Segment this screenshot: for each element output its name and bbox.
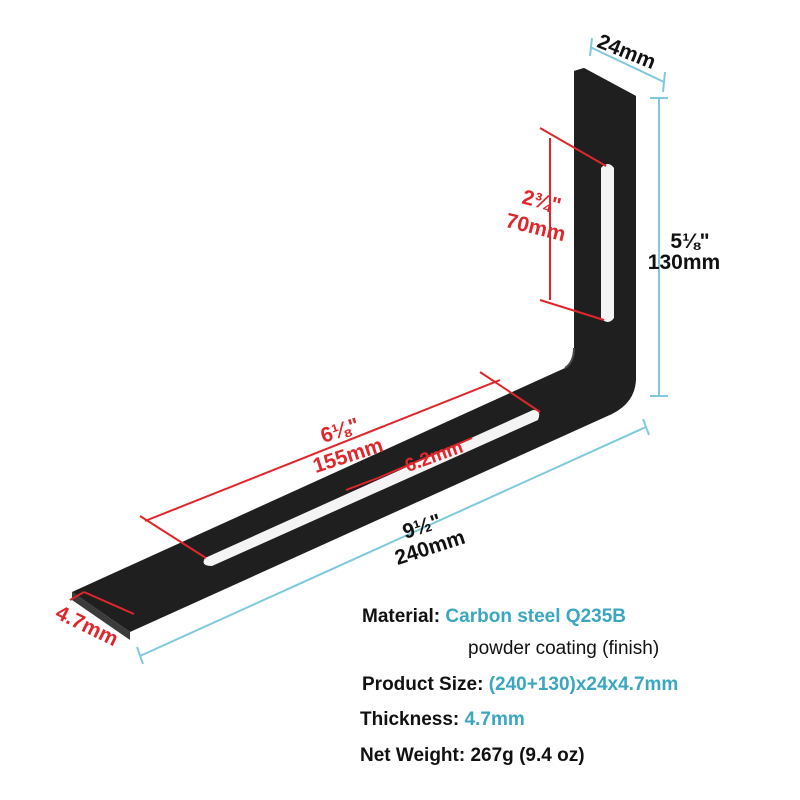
weight-label: Net Weight: (360, 745, 466, 766)
width-top-label: 24mm (594, 30, 659, 74)
weight-row: Net Weight: 267g (9.4 oz) (360, 745, 585, 767)
bend-highlight (564, 347, 575, 369)
red-dimension-lines (69, 127, 607, 615)
size-label: Product Size: (362, 674, 484, 695)
bracket-body (72, 68, 636, 632)
thickness-spec-label: Thickness: (360, 709, 460, 730)
material-value: Carbon steel Q235B (445, 606, 626, 627)
material-finish: powder coating (finish) (468, 638, 660, 659)
vertical-slot (601, 164, 614, 322)
material-row: Material: Carbon steel Q235B (362, 606, 626, 628)
size-value: (240+130)x24x4.7mm (488, 674, 679, 695)
horizontal-slot (203, 410, 540, 566)
thickness-row: Thickness: 4.7mm (360, 709, 525, 731)
height-metric-label: 130mm (648, 251, 720, 274)
bracket-end-edge (72, 592, 130, 640)
material-finish-row: powder coating (finish) (468, 638, 659, 660)
l-bracket (72, 68, 636, 640)
thickness-spec-value: 4.7mm (464, 709, 525, 730)
material-label: Material: (362, 606, 441, 627)
teal-dimension-lines (136, 37, 668, 665)
size-row: Product Size: (240+130)x24x4.7mm (362, 674, 678, 696)
weight-value: 267g (9.4 oz) (470, 745, 585, 766)
height-imperial-label: 5⅛" (670, 230, 709, 253)
